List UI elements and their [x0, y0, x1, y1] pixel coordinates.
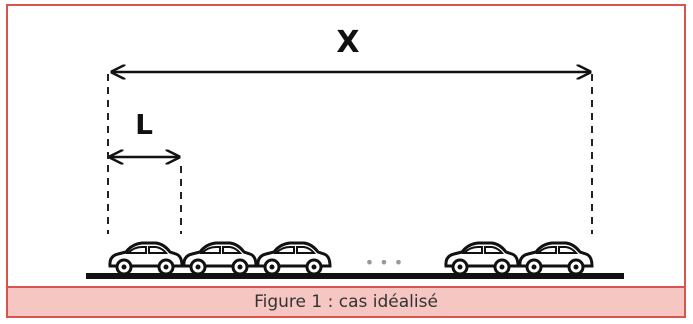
diagram-canvas: X L • • •: [86, 25, 624, 279]
total-length-label: X: [336, 25, 359, 60]
car-icon: [108, 241, 184, 276]
car-length-label: L: [135, 108, 153, 141]
figure-frame: X L • • • Figure 1 : cas idéalisé: [6, 4, 686, 318]
car-icon: [444, 241, 520, 276]
ellipsis-dots: • • •: [365, 253, 403, 272]
car-icon: [518, 241, 594, 276]
figure-caption: Figure 1 : cas idéalisé: [8, 286, 684, 316]
road-line: [86, 273, 624, 279]
car-icon: [182, 241, 258, 276]
car-icon: [256, 241, 332, 276]
